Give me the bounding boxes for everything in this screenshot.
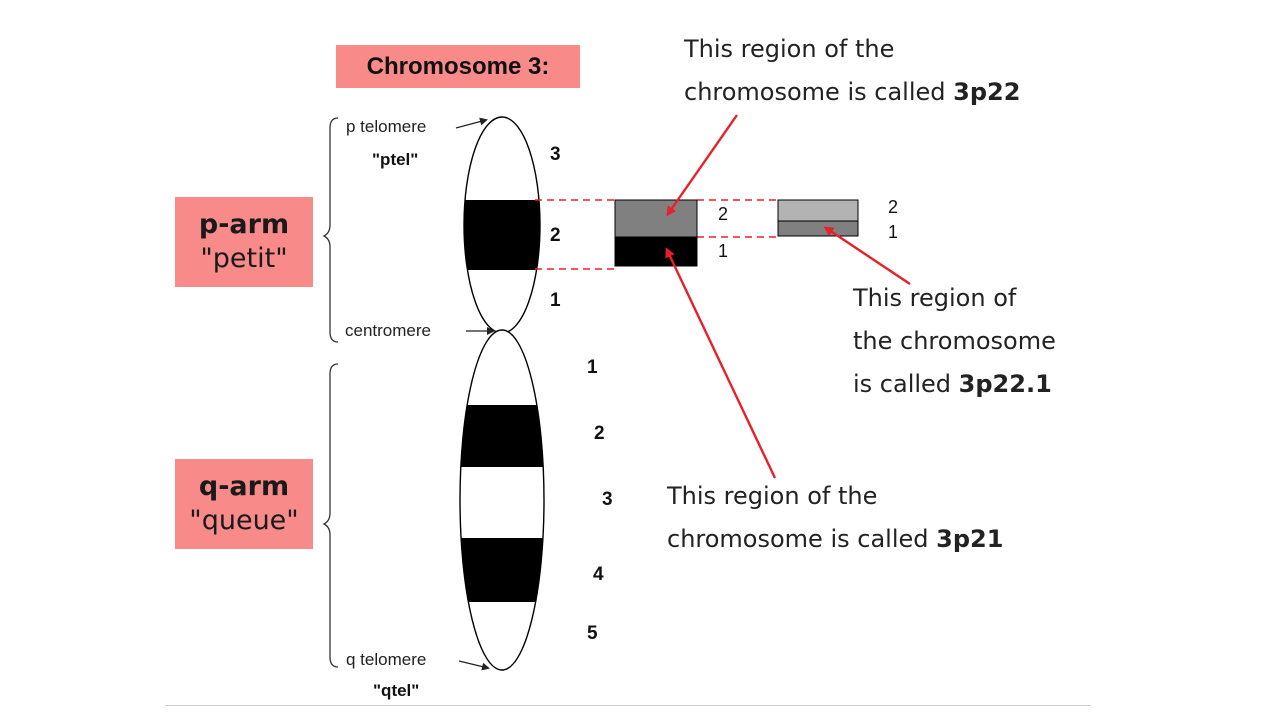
- q-arm-name: q-arm: [198, 471, 290, 503]
- zoom1-band-number: 1: [718, 241, 729, 261]
- p-band-number: 3: [550, 144, 561, 165]
- caption-line: the chromosome: [853, 327, 1056, 355]
- zoom1-band-number: 2: [718, 204, 729, 224]
- p-band-number: 2: [550, 225, 561, 246]
- q-telomere-arrow: [458, 660, 490, 671]
- q-arm-nickname: "queue": [189, 505, 299, 536]
- ptel-label: "ptel": [372, 150, 419, 169]
- zoom2-band-number: 1: [888, 222, 899, 242]
- zoom2-band-22-2: [777, 199, 859, 222]
- q-band-number: 4: [593, 564, 604, 585]
- q-band-number: 2: [594, 423, 605, 444]
- zoom-band-21: [614, 236, 698, 267]
- q-telomere-label: q telomere: [346, 650, 427, 669]
- arrow-3p22-1: [823, 226, 911, 285]
- q-arm-brace: [322, 363, 339, 668]
- p-arm-shape: [463, 116, 541, 334]
- region-code: 3p22: [953, 78, 1021, 106]
- chromosome-title: Chromosome 3:: [336, 45, 580, 88]
- caption-line: This region of the: [684, 35, 895, 63]
- caption-3p22-1: This region of the chromosome is called …: [853, 277, 1056, 406]
- p-telomere-label: p telomere: [346, 117, 427, 136]
- caption-line: This region of: [853, 284, 1017, 312]
- q-band-number: 5: [587, 623, 598, 644]
- q-band-4-dark: [460, 538, 544, 602]
- q-arm-shape: [459, 329, 545, 671]
- region-code: 3p21: [936, 525, 1004, 553]
- zoom2-band-number: 2: [888, 197, 899, 217]
- caption-line: This region of the: [667, 482, 878, 510]
- q-arm-label-box: q-arm "queue": [175, 459, 313, 549]
- caption-line: is called 3p22.1: [853, 370, 1052, 398]
- centromere-label: centromere: [345, 321, 431, 340]
- caption-3p22: This region of the chromosome is called …: [684, 28, 1020, 114]
- region-code: 3p22.1: [958, 370, 1052, 398]
- caption-line: chromosome is called 3p21: [667, 525, 1004, 553]
- q-band-2-dark: [460, 405, 544, 467]
- caption-line: chromosome is called 3p22: [684, 78, 1021, 106]
- p-arm-name: p-arm: [198, 209, 290, 241]
- q-band-number: 3: [602, 489, 613, 510]
- zoom-band-22: [614, 199, 698, 238]
- p-arm-brace: [322, 117, 339, 343]
- caption-3p21: This region of the chromosome is called …: [667, 475, 1003, 561]
- arrow-3p22: [666, 114, 738, 217]
- p-band-number: 1: [550, 290, 561, 311]
- zoom2-band-22-1: [777, 220, 859, 237]
- p-arm-nickname: "petit": [200, 243, 288, 274]
- p-arm-label-box: p-arm "petit": [175, 197, 313, 287]
- q-band-number: 1: [587, 357, 598, 378]
- arrow-3p21: [665, 247, 777, 479]
- qtel-label: "qtel": [373, 681, 420, 700]
- p-telomere-arrow: [455, 117, 488, 129]
- footer-divider: [165, 705, 1091, 706]
- p-band-2-dark: [464, 200, 540, 270]
